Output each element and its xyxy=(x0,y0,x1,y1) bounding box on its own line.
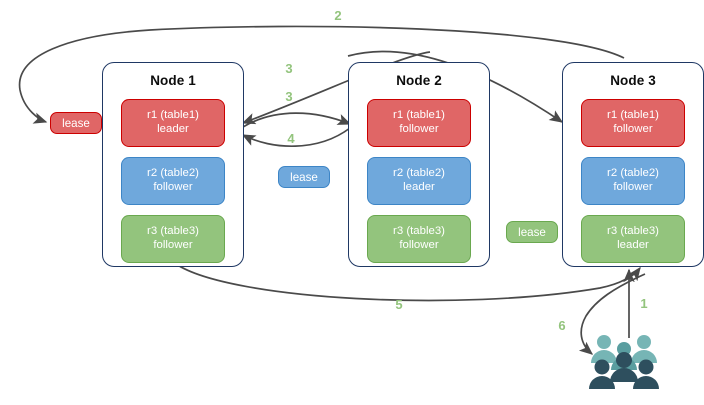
range-role: follower xyxy=(613,123,653,135)
range-role: follower xyxy=(399,239,439,251)
step-label-3-upper: 3 xyxy=(285,61,293,76)
range-r2-node2[interactable]: r2 (table2) leader xyxy=(367,157,471,205)
node-title: Node 2 xyxy=(396,73,442,88)
range-r1-node2[interactable]: r1 (table1) follower xyxy=(367,99,471,147)
range-r3-node1[interactable]: r3 (table3) follower xyxy=(121,215,225,263)
arrow-step-3-lower xyxy=(242,112,352,128)
range-r3-node2[interactable]: r3 (table3) follower xyxy=(367,215,471,263)
range-name: r3 (table3) xyxy=(607,225,659,238)
arrow-step-6 xyxy=(578,273,646,355)
arrow-step-2 xyxy=(18,25,625,124)
range-role: follower xyxy=(613,181,653,193)
range-r3-node3[interactable]: r3 (table3) leader xyxy=(581,215,685,263)
node-card-3[interactable]: Node 3 r1 (table1) follower r2 (table2) … xyxy=(562,62,704,267)
node-title: Node 3 xyxy=(610,73,656,88)
range-role: leader xyxy=(403,181,435,193)
step-label-1: 1 xyxy=(640,296,648,311)
range-r2-node1[interactable]: r2 (table2) follower xyxy=(121,157,225,205)
step-label-6: 6 xyxy=(558,318,566,333)
range-name: r3 (table3) xyxy=(147,225,199,238)
range-role: follower xyxy=(153,239,193,251)
step-label-3-lower: 3 xyxy=(285,89,293,104)
step-label-2: 2 xyxy=(334,8,342,23)
range-name: r1 (table1) xyxy=(607,109,659,122)
node-title: Node 1 xyxy=(150,73,196,88)
range-name: r2 (table2) xyxy=(607,167,659,180)
step-label-4: 4 xyxy=(287,131,295,146)
lease-badge-r1[interactable]: lease xyxy=(50,112,102,134)
range-name: r3 (table3) xyxy=(393,225,445,238)
range-name: r1 (table1) xyxy=(393,109,445,122)
range-name: r2 (table2) xyxy=(393,167,445,180)
arrow-step-2-to-node3 xyxy=(347,50,564,123)
node-card-1[interactable]: Node 1 r1 (table1) leader r2 (table2) fo… xyxy=(102,62,244,267)
lease-badge-r3[interactable]: lease xyxy=(506,221,558,243)
arrow-step-5 xyxy=(175,263,641,302)
users-group-icon xyxy=(589,335,659,389)
range-role: leader xyxy=(617,239,649,251)
range-role: follower xyxy=(153,181,193,193)
range-r1-node1[interactable]: r1 (table1) leader xyxy=(121,99,225,147)
step-label-5: 5 xyxy=(395,297,403,312)
range-r1-node3[interactable]: r1 (table1) follower xyxy=(581,99,685,147)
range-name: r2 (table2) xyxy=(147,167,199,180)
range-role: follower xyxy=(399,123,439,135)
range-name: r1 (table1) xyxy=(147,109,199,122)
range-role: leader xyxy=(157,123,189,135)
range-r2-node3[interactable]: r2 (table2) follower xyxy=(581,157,685,205)
lease-badge-r2[interactable]: lease xyxy=(278,166,330,188)
arrow-step-4 xyxy=(241,127,351,148)
node-card-2[interactable]: Node 2 r1 (table1) follower r2 (table2) … xyxy=(348,62,490,267)
